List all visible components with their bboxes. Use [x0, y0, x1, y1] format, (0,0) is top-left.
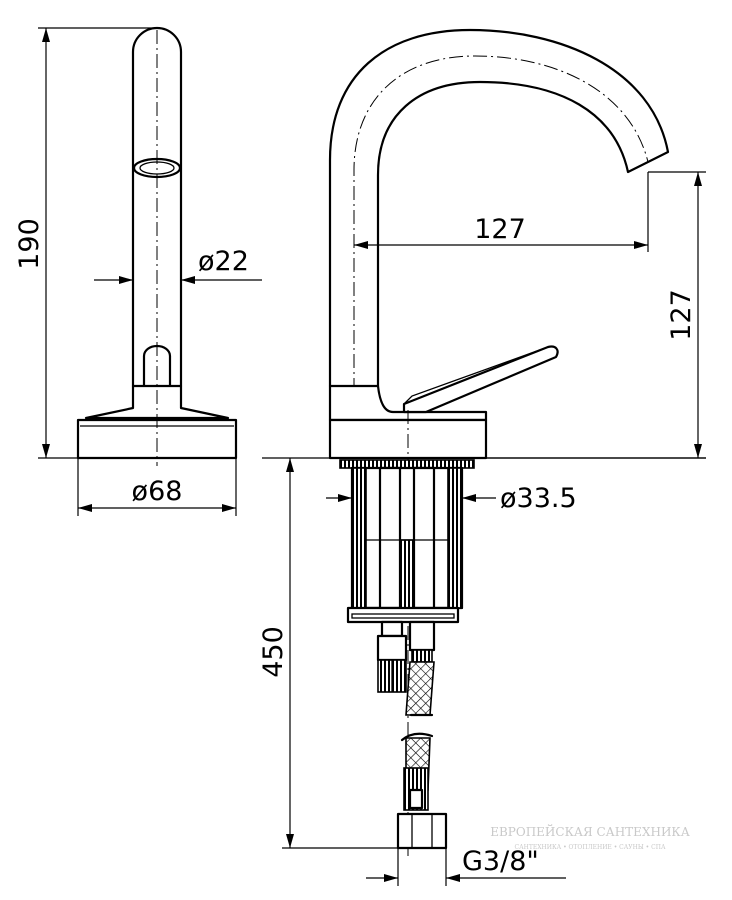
dim-label-connector-thread: G3/8": [462, 846, 539, 877]
dim-label-hose-length: 450: [258, 626, 289, 678]
left-hose-connector: [376, 620, 408, 693]
dim-spout-diameter: ø22: [94, 246, 262, 284]
mounting-nut: [346, 606, 460, 624]
watermark-tagline: САНТЕХНИКА • ОТОПЛЕНИЕ • САУНЫ • СПА: [514, 844, 665, 851]
dim-shank-diameter: ø33.5: [326, 483, 577, 514]
dim-label-shank-diameter: ø33.5: [500, 483, 577, 514]
dim-label-base-diameter: ø68: [132, 476, 183, 507]
dim-hose-length: 450: [258, 458, 398, 849]
watermark: ЕВРОПЕЙСКАЯ САНТЕХНИКА САНТЕХНИКА • ОТОП…: [490, 823, 690, 851]
dim-label-190: 190: [14, 218, 45, 270]
dim-label-reach: 127: [474, 214, 526, 245]
front-spout: [328, 28, 670, 388]
dim-height-total: 190: [14, 27, 157, 459]
front-view: [262, 28, 706, 860]
dim-label-spout-diameter: ø22: [198, 246, 249, 277]
dim-base-diameter: ø68: [77, 458, 237, 516]
under-deck-assembly: [339, 459, 475, 850]
dim-spout-height: 127: [486, 171, 706, 459]
side-view: [76, 26, 238, 466]
connector-nut: [396, 812, 448, 850]
front-lever: [402, 345, 559, 414]
dim-reach: 127: [354, 172, 649, 252]
watermark-name: ЕВРОПЕЙСКАЯ САНТЕХНИКА: [490, 823, 690, 839]
dim-label-spout-height: 127: [666, 289, 697, 341]
braided-hose: [400, 620, 436, 811]
front-body: [328, 384, 488, 422]
dim-connector-thread: G3/8": [366, 846, 566, 886]
